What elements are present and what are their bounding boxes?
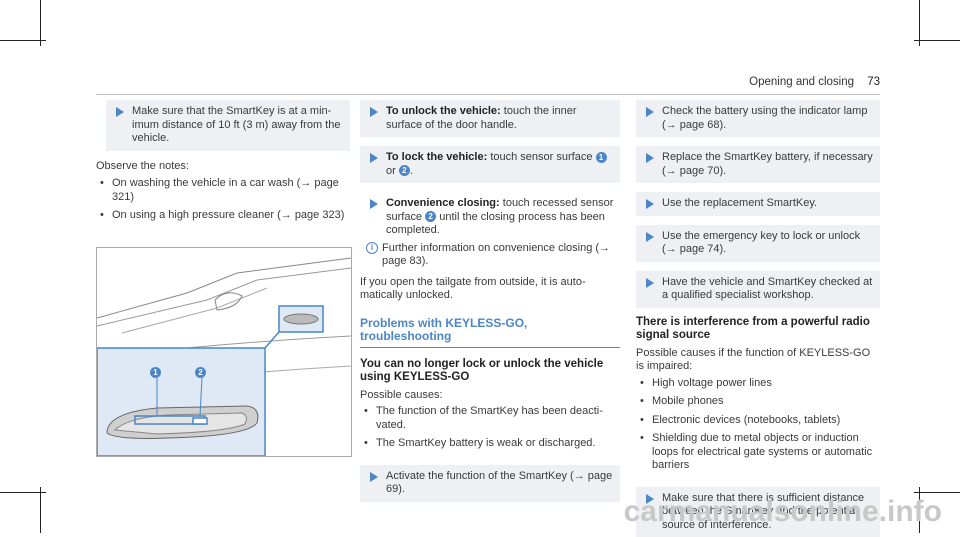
crop-mark bbox=[0, 492, 46, 493]
door-handle-illustration bbox=[97, 248, 351, 456]
step-arrow-icon bbox=[370, 153, 378, 163]
step-text: Activate the function of the SmartKey (→… bbox=[386, 470, 612, 496]
problems-heading: Problems with KEYLESS-GO, troubleshootin… bbox=[360, 317, 620, 348]
step-convenience: Convenience closing: touch recessed sens… bbox=[360, 192, 620, 274]
step-arrow-icon bbox=[646, 278, 654, 288]
step-arrow-icon bbox=[370, 107, 378, 117]
callout-1-badge: 1 bbox=[596, 152, 607, 163]
door-handle-figure: 1 2 bbox=[96, 247, 352, 457]
step-title: Convenience closing: bbox=[386, 197, 500, 209]
step-text: Check the battery using the indicator la… bbox=[662, 105, 867, 131]
step-emergency-key: Use the emergency key to lock or unlock … bbox=[636, 225, 880, 262]
info-text: Further information on convenience closi… bbox=[382, 242, 610, 268]
step-unlock: To unlock the vehicle: touch the inner s… bbox=[360, 100, 620, 137]
step-replacement-key: Use the replacement SmartKey. bbox=[636, 192, 880, 216]
step-activate: Activate the function of the SmartKey (→… bbox=[360, 465, 620, 502]
step-check-battery: Check the battery using the indicator la… bbox=[636, 100, 880, 137]
step-workshop: Have the vehicle and SmartKey checked at… bbox=[636, 271, 880, 308]
watermark: carmanualsonline.info bbox=[624, 495, 942, 529]
step-text: Replace the SmartKey battery, if necessa… bbox=[662, 151, 873, 177]
step-lock: To lock the vehicle: touch sensor surfac… bbox=[360, 146, 620, 183]
step-arrow-icon bbox=[370, 472, 378, 482]
crop-mark bbox=[914, 40, 960, 41]
step-text: Use the replacement SmartKey. bbox=[662, 197, 817, 209]
page-number: 73 bbox=[867, 76, 880, 88]
step-text: touch sensor surface bbox=[490, 151, 592, 163]
callout-2-badge: 2 bbox=[195, 367, 206, 378]
list-item: On washing the vehicle in a car wash (→ … bbox=[96, 177, 350, 204]
callout-2-badge: 2 bbox=[425, 211, 436, 222]
step-arrow-icon bbox=[370, 199, 378, 209]
step-arrow-icon bbox=[646, 153, 654, 163]
crop-mark bbox=[40, 487, 41, 533]
list-item: The function of the SmartKey has been de… bbox=[360, 405, 620, 432]
column-2: To unlock the vehicle: touch the inner s… bbox=[360, 100, 620, 502]
tailgate-note: If you open the tailgate from outside, i… bbox=[360, 276, 620, 303]
step-replace-battery: Replace the SmartKey battery, if necessa… bbox=[636, 146, 880, 183]
notes-list: On washing the vehicle in a car wash (→ … bbox=[96, 177, 350, 223]
crop-mark bbox=[0, 40, 46, 41]
list-item: On using a high pressure cleaner (→ page… bbox=[96, 209, 350, 223]
step-arrow-icon bbox=[646, 107, 654, 117]
step-text: Use the emergency key to lock or unlock … bbox=[662, 230, 860, 256]
step-min-distance: Make sure that the SmartKey is at a min­… bbox=[106, 100, 350, 151]
step-text: . bbox=[410, 165, 413, 177]
list-item: Electronic devices (notebooks, tablets) bbox=[636, 414, 880, 428]
crop-mark bbox=[914, 492, 960, 493]
step-title: To unlock the vehicle: bbox=[386, 105, 501, 117]
cannot-lock-heading: You can no longer lock or unlock the veh… bbox=[360, 358, 620, 385]
step-text: or bbox=[386, 165, 396, 177]
list-item: High voltage power lines bbox=[636, 377, 880, 391]
callout-2-badge: 2 bbox=[399, 165, 410, 176]
list-item: Shielding due to metal objects or induct… bbox=[636, 432, 880, 473]
list-item: The SmartKey battery is weak or discharg… bbox=[360, 437, 620, 451]
step-title: To lock the vehicle: bbox=[386, 151, 487, 163]
column-1: Make sure that the SmartKey is at a min­… bbox=[96, 100, 350, 228]
causes-list: The function of the SmartKey has been de… bbox=[360, 405, 620, 451]
callout-1-badge: 1 bbox=[150, 367, 161, 378]
header-rule bbox=[96, 94, 880, 95]
interference-heading: There is interference from a powerful ra… bbox=[636, 316, 880, 343]
step-text: Make sure that the SmartKey is at a min­… bbox=[132, 105, 340, 144]
step-arrow-icon bbox=[646, 199, 654, 209]
info-icon: i bbox=[366, 242, 378, 254]
section-title: Opening and closing bbox=[749, 76, 854, 88]
observe-label: Observe the notes: bbox=[96, 160, 350, 174]
causes-label: Possible causes: bbox=[360, 389, 620, 403]
interference-causes-list: High voltage power lines Mobile phones E… bbox=[636, 377, 880, 473]
info-note: i Further information on convenience clo… bbox=[366, 242, 614, 269]
step-arrow-icon bbox=[116, 107, 124, 117]
list-item: Mobile phones bbox=[636, 395, 880, 409]
page-header: Opening and closing 73 bbox=[749, 76, 880, 88]
step-arrow-icon bbox=[646, 232, 654, 242]
step-text: Have the vehicle and SmartKey checked at… bbox=[662, 276, 872, 302]
causes-label: Possible causes if the function of KEYLE… bbox=[636, 347, 880, 374]
column-3: Check the battery using the indicator la… bbox=[636, 100, 880, 537]
